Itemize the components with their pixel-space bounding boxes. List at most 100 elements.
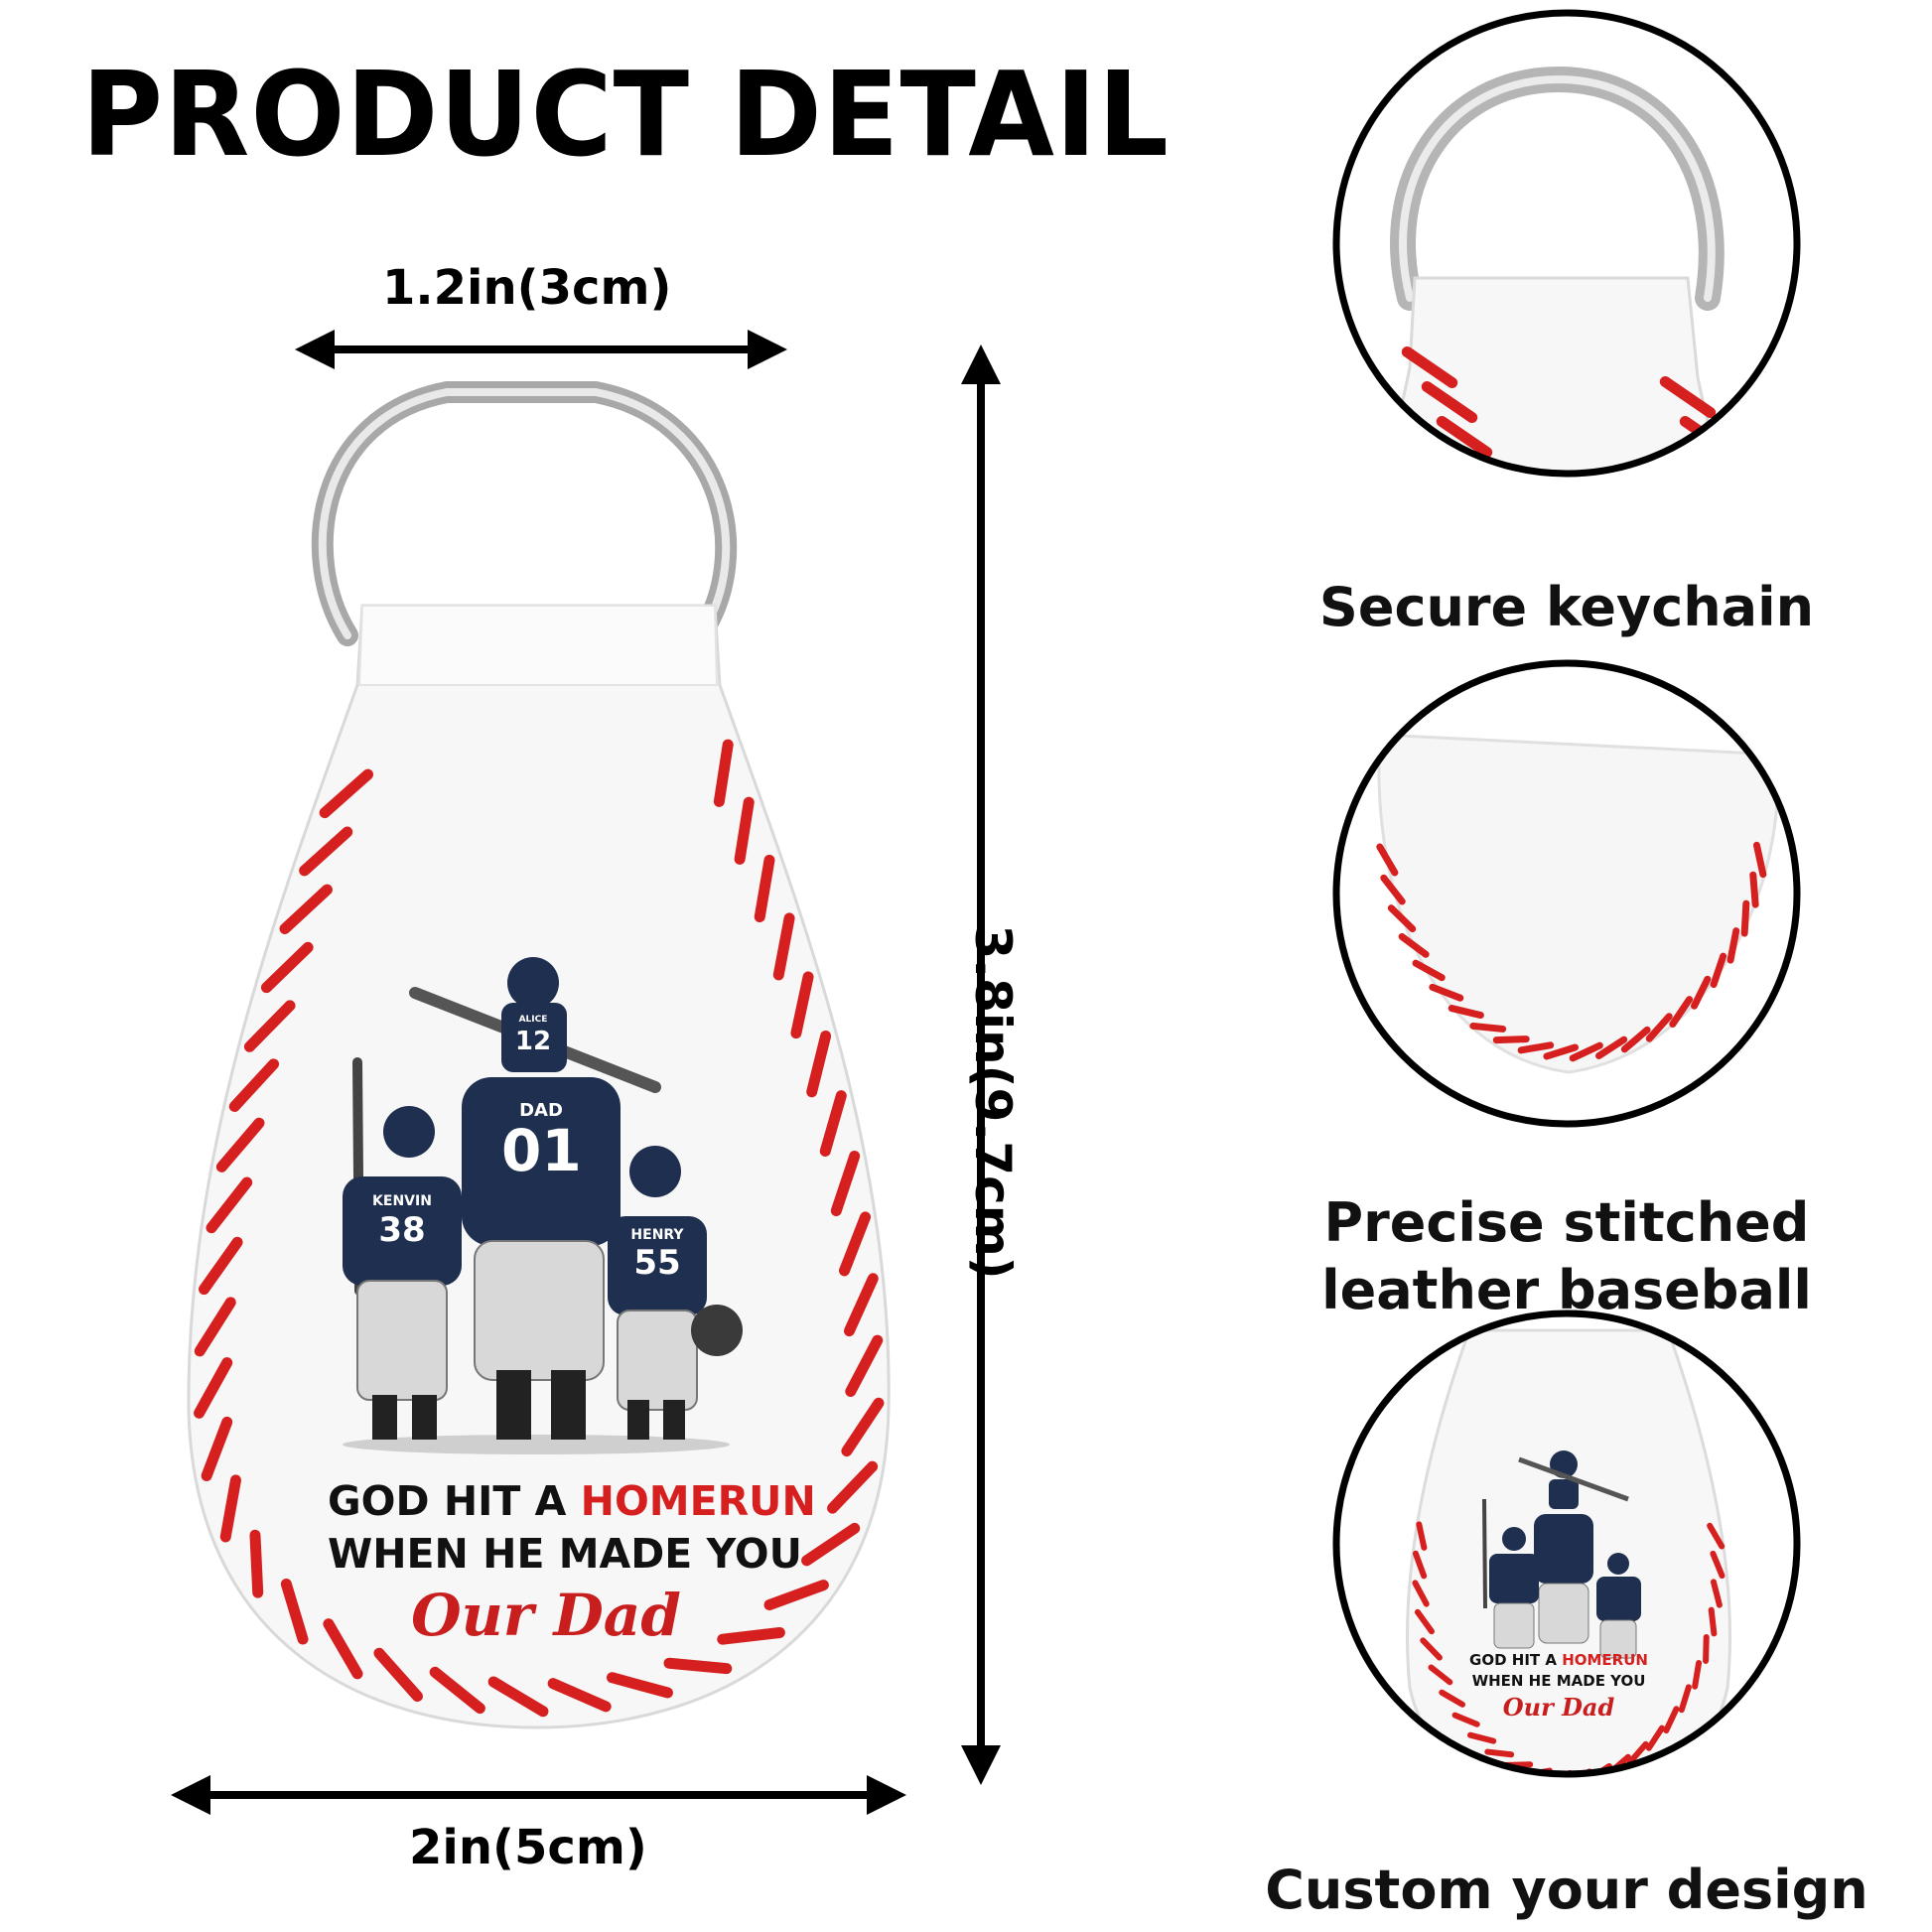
stitch (319, 768, 373, 819)
stitch (845, 1334, 884, 1397)
stitch (763, 1580, 829, 1611)
stitch (1678, 1684, 1692, 1714)
stitch (1414, 1608, 1436, 1635)
stitch (1469, 1022, 1507, 1033)
stitch (1645, 1013, 1673, 1042)
stitch (827, 1460, 879, 1514)
detail-keychain (1332, 9, 1801, 478)
stitch (1710, 952, 1727, 989)
stitch (1726, 927, 1740, 964)
stitch (819, 1090, 847, 1157)
stitch (1428, 1664, 1453, 1686)
stitch (1645, 1725, 1665, 1751)
mini-slogan-line-1: GOD HIT A HOMERUN (1469, 1651, 1648, 1669)
feature-caption-keychain: Secure keychain (1318, 576, 1815, 638)
stitch (1420, 1637, 1443, 1661)
father-name: DAD (519, 1100, 563, 1121)
stitch (806, 1031, 832, 1098)
stitch (790, 971, 814, 1039)
stitch (772, 912, 795, 981)
stitch (1710, 1550, 1725, 1580)
stitch (663, 1657, 733, 1675)
detail-stitching (1332, 659, 1801, 1128)
stitch (199, 1236, 243, 1296)
stitch (606, 1672, 673, 1699)
stitch (717, 1626, 785, 1645)
family-figures (343, 957, 743, 1454)
stitch (1387, 904, 1417, 933)
stitch (839, 1211, 872, 1277)
stitch (1412, 1580, 1430, 1607)
top-child-name: ALICE (518, 1015, 548, 1025)
stitch (1421, 380, 1478, 424)
stitch (1436, 415, 1493, 459)
stitch (260, 941, 314, 994)
stitch (1412, 959, 1446, 982)
stitch (1703, 1633, 1710, 1664)
stitch (1416, 1521, 1428, 1551)
stitch (206, 1176, 253, 1234)
top-width-label: 1.2in(3cm) (382, 260, 672, 316)
stitch (249, 1529, 264, 1598)
stitch (1669, 996, 1694, 1028)
stitch (1659, 375, 1717, 419)
left-child-name: KENVIN (372, 1193, 432, 1209)
stitch (547, 1678, 612, 1713)
stitch (194, 1297, 236, 1357)
stitch (1398, 932, 1430, 958)
detail-custom-design (1332, 1310, 1801, 1778)
left-child-number: 38 (378, 1210, 426, 1250)
stitch (1692, 1660, 1703, 1690)
stitch (843, 1273, 879, 1337)
stitch (801, 1522, 861, 1567)
slogan-line-3: Our Dad (411, 1582, 681, 1649)
stitch (1620, 1026, 1651, 1053)
red-stitching (194, 739, 885, 1718)
stitch (754, 854, 775, 923)
stitch (215, 1117, 265, 1173)
mini-slogan-line-3: Our Dad (1502, 1693, 1615, 1722)
stitch (487, 1676, 549, 1718)
page-title: PRODUCT DETAIL (81, 48, 1170, 184)
stitch (280, 1578, 309, 1645)
stitch (279, 884, 333, 935)
stitch (1752, 841, 1767, 879)
stitch (1429, 983, 1464, 1002)
key-ring (311, 381, 738, 646)
stitch (228, 1058, 280, 1113)
stitch (1626, 1740, 1649, 1765)
slogan-line-1: GOD HIT A HOMERUN (328, 1477, 816, 1525)
right-child-name: HENRY (630, 1227, 684, 1243)
stitch (1448, 1005, 1484, 1020)
stitch (1710, 1579, 1723, 1608)
stitch (323, 1618, 363, 1680)
stitch (1543, 1043, 1580, 1060)
stitch (1749, 871, 1759, 908)
stitch (1517, 1041, 1555, 1054)
stitch (830, 1150, 861, 1216)
stitch (194, 1357, 233, 1419)
stitch (1401, 345, 1458, 389)
stitch (1569, 1041, 1603, 1062)
father-number: 01 (501, 1117, 582, 1184)
stitch (1691, 975, 1712, 1010)
stitch (1439, 1689, 1466, 1708)
stitch (373, 1647, 423, 1703)
right-child-number: 55 (633, 1243, 681, 1283)
stitch (1492, 1035, 1530, 1044)
feature-caption-custom: Custom your design (1265, 1859, 1868, 1921)
slogan-line-2: WHEN HE MADE YOU (328, 1530, 802, 1578)
stitch (1484, 1748, 1515, 1758)
top-child-number: 12 (514, 1027, 552, 1056)
stitch (1376, 843, 1399, 877)
stitch (841, 1397, 885, 1457)
stitch (1595, 1035, 1628, 1059)
stitch (243, 1000, 296, 1052)
bottom-width-label: 2in(5cm) (409, 1820, 647, 1875)
stitch (1451, 1712, 1480, 1727)
stitch (219, 1474, 241, 1543)
stitch (429, 1666, 485, 1715)
stitch (1663, 1706, 1680, 1734)
stitch (299, 826, 353, 877)
